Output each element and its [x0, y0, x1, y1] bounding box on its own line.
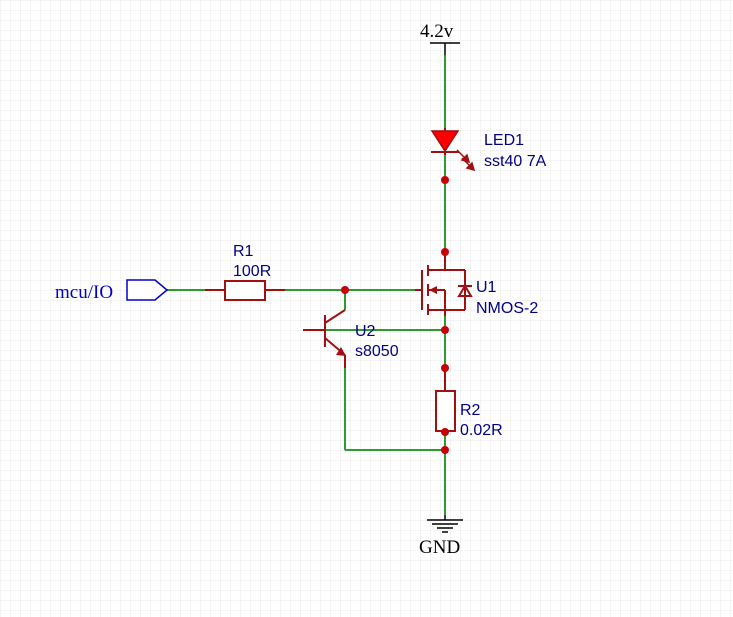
led1-symbol: LED1 sst40 7A — [430, 128, 547, 172]
u1-nmos-symbol: U1 NMOS-2 — [415, 252, 538, 317]
led-triangle — [430, 130, 460, 153]
r2-value: 0.02R — [460, 422, 503, 439]
junctions — [341, 176, 449, 454]
ground-symbol: GND — [419, 515, 463, 558]
junction-gnd-node — [441, 446, 449, 454]
junction-r2-top — [441, 364, 449, 372]
led-emission-arrows — [456, 149, 476, 172]
u1-ref: U1 — [476, 279, 497, 296]
r2-ref: R2 — [460, 402, 481, 419]
junction-led-anode — [441, 176, 449, 184]
junction-drain — [441, 248, 449, 256]
junction-r2-bottom — [441, 428, 449, 436]
u2-npn-symbol: U2 s8050 — [303, 309, 399, 368]
junction-source — [441, 326, 449, 334]
r2-body — [435, 390, 456, 432]
ground-label: GND — [419, 537, 460, 558]
r1-value: 100R — [233, 263, 271, 280]
r1-body — [224, 280, 266, 301]
port-flag[interactable] — [126, 279, 169, 301]
u2-ref: U2 — [355, 323, 376, 340]
net-port-mcu-io[interactable]: mcu/IO — [55, 279, 169, 303]
r2-symbol: R2 0.02R — [435, 368, 503, 439]
power-symbol: 4.2v — [420, 21, 460, 55]
led1-ref: LED1 — [484, 132, 524, 149]
junction-gate-collector — [341, 286, 349, 294]
r1-symbol: R1 100R — [205, 243, 285, 301]
u2-value: s8050 — [355, 343, 399, 360]
u1-value: NMOS-2 — [476, 300, 538, 317]
r1-ref: R1 — [233, 243, 254, 260]
net-port-label: mcu/IO — [55, 282, 113, 303]
power-label: 4.2v — [420, 21, 454, 42]
wires — [167, 55, 446, 515]
led1-value: sst40 7A — [484, 153, 547, 170]
